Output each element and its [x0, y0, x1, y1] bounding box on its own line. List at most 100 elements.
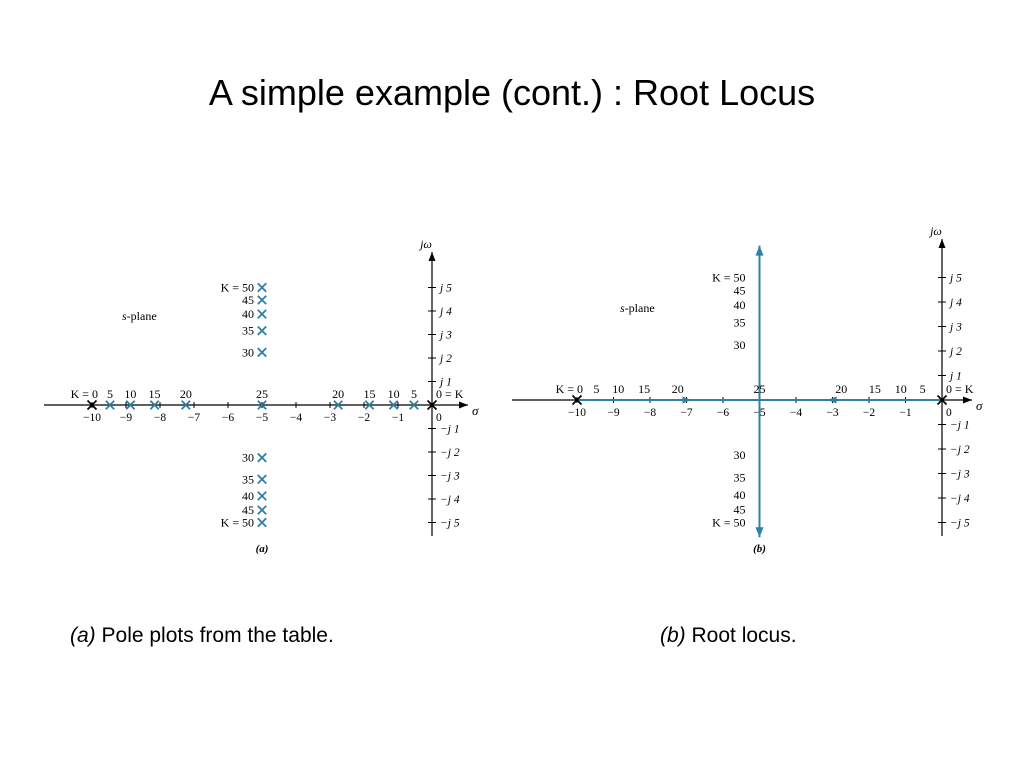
- closed-loop-pole-marker: [257, 347, 267, 358]
- imaginary-axis-arrowhead: [938, 239, 946, 248]
- locus-direction-arrow: [827, 396, 837, 404]
- y-tick-label: −j 3: [950, 469, 970, 481]
- gain-label: K = 50: [221, 281, 254, 295]
- y-tick-label: j 1: [438, 377, 452, 389]
- closed-loop-pole-marker: [105, 400, 115, 410]
- locus-arrow-down: [755, 527, 764, 538]
- y-tick-label: −j 3: [440, 471, 460, 483]
- closed-loop-pole-marker: [257, 400, 267, 410]
- panel-label: (a): [256, 543, 269, 555]
- x-axis-label: σ: [472, 403, 479, 418]
- closed-loop-pole-marker: [149, 400, 160, 410]
- caption-a-prefix: (a): [70, 624, 96, 647]
- closed-loop-pole-marker: [257, 517, 267, 528]
- y-tick-label: j 2: [948, 346, 962, 358]
- gain-label: 30: [734, 338, 746, 352]
- closed-loop-pole-marker: [257, 474, 267, 485]
- closed-loop-pole-marker: [181, 400, 191, 410]
- y-tick-label: −j 1: [950, 420, 970, 432]
- y-axis-label: jω: [928, 226, 942, 238]
- gain-label: K = 50: [712, 271, 745, 285]
- y-tick-label: −j 5: [950, 518, 970, 530]
- y-axis-label: jω: [418, 237, 432, 251]
- y-tick-label: j 3: [948, 322, 962, 334]
- x-tick-label: −3: [324, 412, 336, 424]
- gain-label: 35: [734, 316, 746, 330]
- gain-label: 5: [920, 382, 926, 396]
- gain-label: 30: [734, 448, 746, 462]
- gain-label: 10: [388, 387, 400, 401]
- x-tick-label: 0: [946, 407, 952, 419]
- real-axis-arrowhead: [963, 396, 972, 404]
- gain-label: 25: [754, 382, 766, 396]
- gain-label: K = 50: [712, 516, 745, 530]
- y-tick-label: −j 5: [440, 518, 460, 530]
- caption-a: (a) Pole plots from the table.: [70, 624, 334, 648]
- gain-label: 0 = K: [946, 382, 974, 396]
- y-tick-label: −j 4: [440, 494, 460, 506]
- y-tick-label: j 2: [438, 353, 452, 365]
- slide-title: A simple example (cont.) : Root Locus: [208, 72, 816, 113]
- gain-label: 20: [180, 387, 192, 401]
- x-tick-label: −3: [826, 407, 838, 419]
- closed-loop-pole-marker: [333, 400, 343, 410]
- closed-loop-pole-marker: [388, 400, 399, 410]
- gain-label: 20: [835, 382, 847, 396]
- real-axis-arrowhead: [459, 401, 468, 409]
- y-tick-label: j 5: [948, 273, 962, 285]
- plane-label: s-plane: [122, 309, 157, 323]
- gain-label: K = 0: [556, 382, 583, 396]
- x-tick-label: −6: [717, 407, 729, 419]
- gain-label: 45: [242, 293, 254, 307]
- x-tick-label: −8: [154, 412, 166, 424]
- gain-label: 10: [895, 382, 907, 396]
- x-tick-label: −9: [607, 407, 619, 419]
- gain-label: 25: [256, 387, 268, 401]
- closed-loop-pole-marker: [125, 400, 136, 410]
- gain-label: 30: [242, 451, 254, 465]
- y-tick-label: −j 2: [950, 444, 970, 456]
- closed-loop-pole-marker: [257, 491, 267, 501]
- open-loop-pole-marker: [936, 394, 948, 406]
- gain-label: 45: [734, 283, 746, 297]
- closed-loop-pole-marker: [257, 295, 267, 305]
- x-tick-label: −6: [222, 412, 234, 424]
- x-tick-label: 0: [436, 412, 442, 424]
- y-tick-label: j 4: [948, 297, 962, 309]
- root-locus-figure: jωσ−10−9−8−7−6−5−4−3−2−10j 5j 4j 3j 2j 1…: [512, 226, 983, 555]
- gain-label: 35: [734, 470, 746, 484]
- closed-loop-pole-marker: [409, 400, 419, 410]
- x-tick-label: −7: [188, 412, 200, 424]
- y-tick-label: −j 4: [950, 493, 970, 505]
- gain-label: 0 = K: [436, 387, 464, 401]
- gain-label: 35: [242, 472, 254, 486]
- locus-arrow-up: [755, 245, 764, 256]
- x-tick-label: −7: [680, 407, 692, 419]
- x-tick-label: −10: [568, 407, 586, 419]
- gain-label: 15: [638, 382, 650, 396]
- y-tick-label: −j 2: [440, 447, 460, 459]
- gain-label: 5: [593, 382, 599, 396]
- y-tick-label: j 3: [438, 330, 452, 342]
- x-tick-label: −4: [790, 407, 802, 419]
- gain-label: 45: [734, 503, 746, 517]
- caption-a-text: Pole plots from the table.: [95, 624, 334, 647]
- gain-label: 20: [332, 387, 344, 401]
- x-tick-label: −9: [120, 412, 132, 424]
- x-tick-label: −8: [644, 407, 656, 419]
- closed-loop-pole-marker: [257, 282, 267, 293]
- gain-label: 40: [242, 489, 254, 503]
- open-loop-pole-marker: [571, 394, 583, 406]
- plane-label: s-plane: [620, 301, 655, 315]
- x-tick-label: −2: [863, 407, 875, 419]
- gain-label: 40: [242, 307, 254, 321]
- gain-label: 15: [149, 387, 161, 401]
- closed-loop-pole-marker: [257, 505, 267, 515]
- caption-b: (b) Root locus.: [660, 624, 797, 648]
- gain-label: 30: [242, 345, 254, 359]
- gain-label: 35: [242, 324, 254, 338]
- y-tick-label: j 1: [948, 371, 962, 383]
- gain-label: 15: [869, 382, 881, 396]
- imaginary-axis-arrowhead: [428, 252, 436, 261]
